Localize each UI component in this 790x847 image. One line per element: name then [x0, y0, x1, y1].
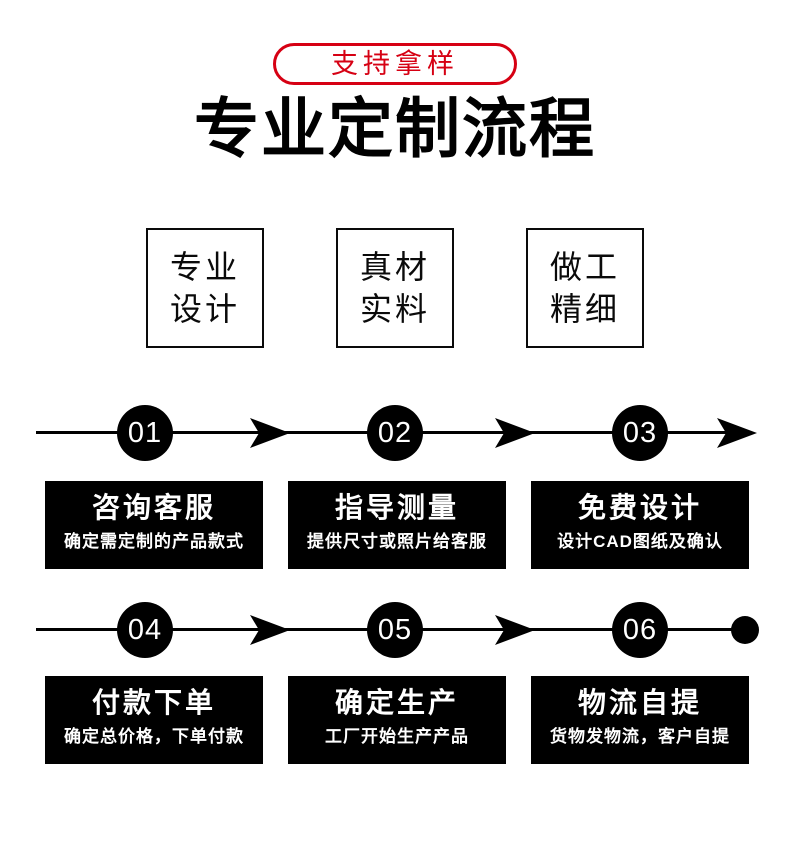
arrow-right-icon [717, 418, 757, 448]
step-number: 04 [127, 613, 163, 646]
page-title: 专业定制流程 [193, 92, 596, 165]
sample-support-badge: 支持拿样 [273, 43, 517, 85]
step-card-pay-order: 付款下单 确定总价格，下单付款 [45, 676, 263, 764]
step-cards-row-1: 咨询客服 确定需定制的产品款式 指导测量 提供尺寸或照片给客服 免费设计 设计C… [0, 481, 790, 569]
step-number: 01 [127, 416, 163, 449]
feature-line: 做工 [549, 249, 620, 285]
feature-line: 专业 [169, 249, 240, 285]
step-card-logistics-pickup: 物流自提 货物发物流，客户自提 [531, 676, 749, 764]
step-card-free-design: 免费设计 设计CAD图纸及确认 [531, 481, 749, 569]
step-card-title: 确定生产 [334, 687, 459, 718]
step-card-title: 免费设计 [577, 492, 702, 523]
step-cards-row-2: 付款下单 确定总价格，下单付款 确定生产 工厂开始生产产品 物流自提 货物发物流… [0, 676, 790, 764]
step-02-number-badge: 02 [367, 405, 423, 461]
step-card-desc: 货物发物流，客户自提 [550, 726, 730, 746]
step-number: 06 [622, 613, 658, 646]
feature-line: 真材 [359, 249, 430, 285]
step-05-number-badge: 05 [367, 602, 423, 658]
step-card-title: 物流自提 [577, 687, 702, 718]
arrow-right-icon [250, 615, 290, 645]
step-number: 03 [622, 416, 658, 449]
step-03-number-badge: 03 [612, 405, 668, 461]
step-card-title: 付款下单 [91, 687, 216, 718]
feature-boxes: 专业 设计 真材 实料 做工 精细 [0, 228, 790, 348]
step-card-desc: 确定总价格，下单付款 [64, 726, 244, 746]
step-card-desc: 提供尺寸或照片给客服 [307, 531, 487, 551]
step-number: 02 [377, 416, 413, 449]
feature-box-genuine-materials: 真材 实料 [336, 228, 454, 348]
step-card-desc: 工厂开始生产产品 [325, 726, 469, 746]
step-number: 05 [377, 613, 413, 646]
step-card-desc: 确定需定制的产品款式 [64, 531, 244, 551]
arrow-right-icon [250, 418, 290, 448]
timeline-row-2: 04 05 06 [0, 602, 790, 658]
step-card-title: 指导测量 [334, 492, 459, 523]
step-06-number-badge: 06 [612, 602, 668, 658]
step-card-consult-service: 咨询客服 确定需定制的产品款式 [45, 481, 263, 569]
step-card-guided-measurement: 指导测量 提供尺寸或照片给客服 [288, 481, 506, 569]
step-04-number-badge: 04 [117, 602, 173, 658]
feature-box-fine-workmanship: 做工 精细 [526, 228, 644, 348]
arrow-right-icon [495, 615, 535, 645]
step-card-desc: 设计CAD图纸及确认 [557, 531, 723, 551]
step-card-title: 咨询客服 [91, 492, 216, 523]
sample-support-badge-label: 支持拿样 [331, 48, 459, 79]
feature-box-professional-design: 专业 设计 [146, 228, 264, 348]
timeline-row-1: 01 02 03 [0, 405, 790, 461]
step-card-confirm-production: 确定生产 工厂开始生产产品 [288, 676, 506, 764]
feature-line: 精细 [549, 291, 620, 327]
arrow-right-icon [495, 418, 535, 448]
timeline-end-dot-icon [731, 616, 759, 644]
feature-line: 实料 [359, 291, 430, 327]
feature-line: 设计 [169, 291, 240, 327]
step-01-number-badge: 01 [117, 405, 173, 461]
